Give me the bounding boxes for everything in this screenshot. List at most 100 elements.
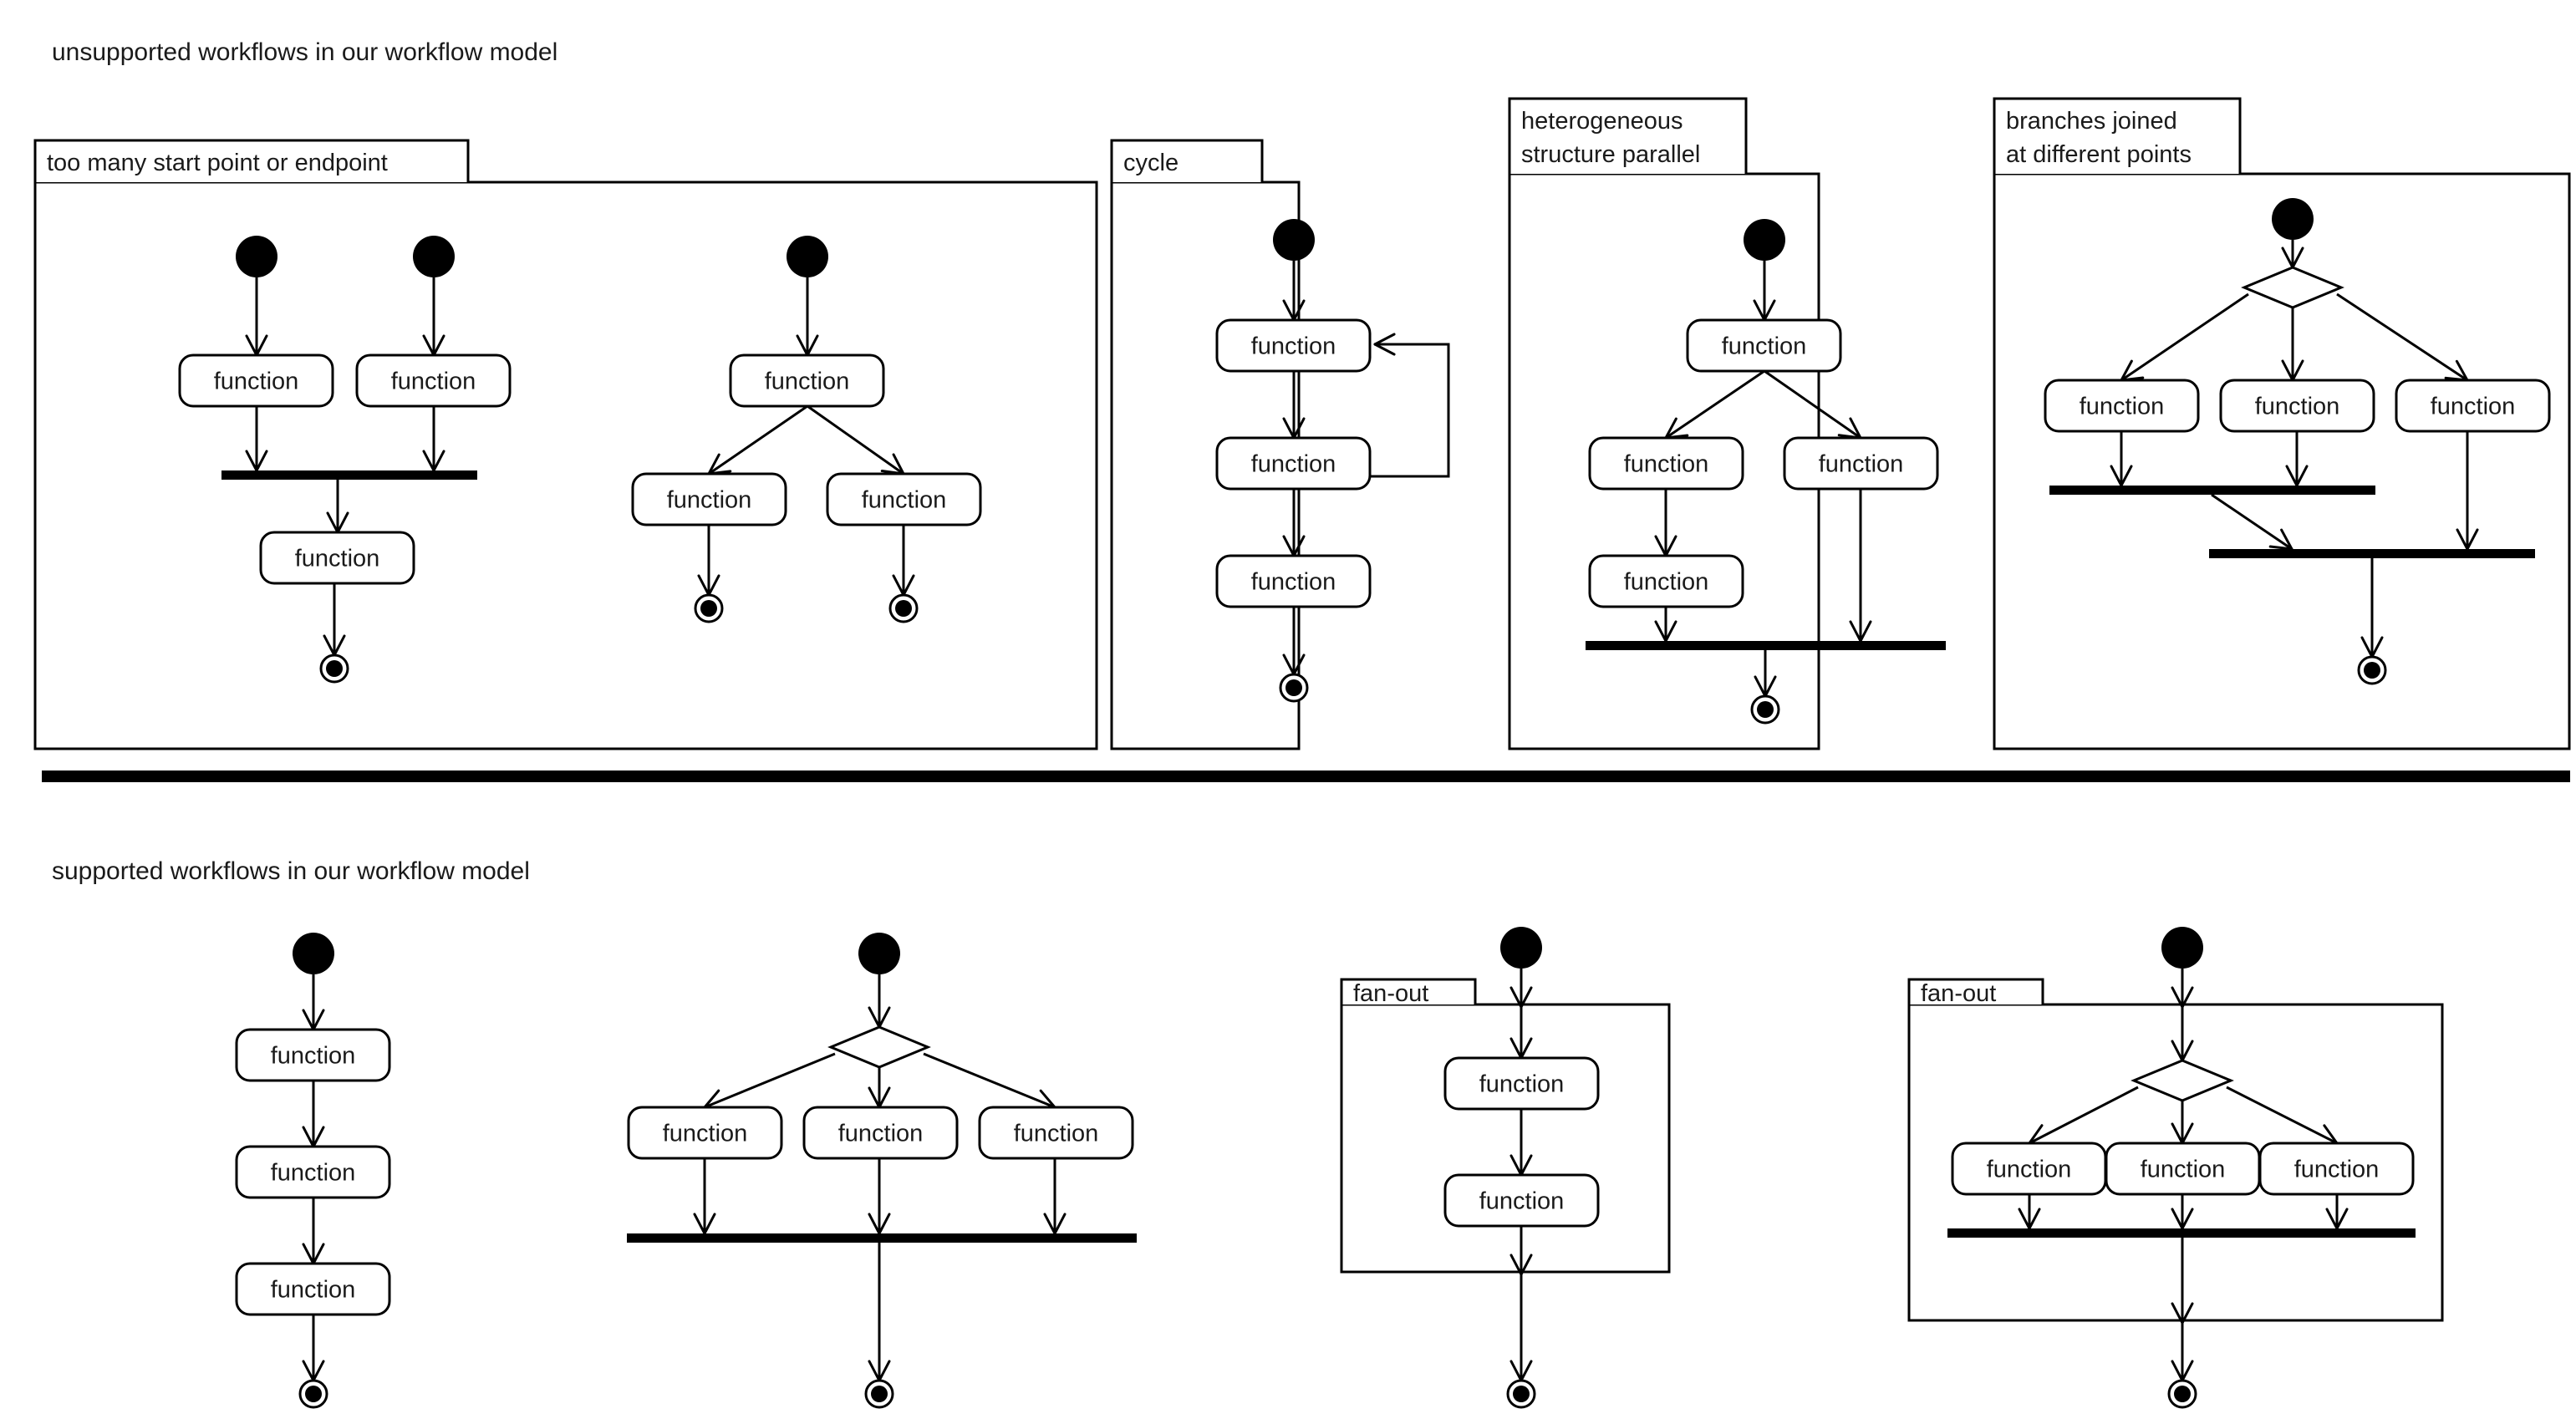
function-box-shape [978,1106,1134,1160]
arrow-head [1043,1213,1056,1235]
function-box-shape [627,1106,783,1160]
function-box-label: function [271,1043,356,1070]
arrow-head [2323,1124,2339,1145]
function-box[interactable]: function [631,472,787,526]
function-box[interactable]: function [802,1106,959,1160]
flow-arrow [2171,1194,2194,1230]
flow-arrow [1043,1158,1067,1235]
initial-node [1500,927,1542,969]
function-box[interactable]: function [1588,554,1744,608]
function-box[interactable]: function [178,353,334,408]
function-box-label: function [2294,1157,2380,1183]
flow-arrow [1509,969,1533,1009]
initial-node-circle [2272,198,2314,240]
flow-arrow [796,277,819,357]
synchronization-bar [1586,641,1946,650]
function-box-label: function [1722,333,1807,360]
function-box[interactable]: function [1443,1056,1600,1111]
function-box[interactable]: function [1951,1142,2107,1196]
function-box[interactable]: function [259,531,415,585]
function-box[interactable]: function [729,353,885,408]
function-box[interactable]: function [2044,379,2200,433]
initial-node [1273,219,1315,261]
function-box[interactable]: function [2258,1142,2415,1196]
function-box[interactable]: function [627,1106,783,1160]
function-box[interactable]: function [1588,436,1744,491]
function-box-shape [2258,1142,2415,1196]
arrow-head [302,1360,315,1382]
final-node-dot [1757,701,1774,718]
flow-arrow [245,406,268,472]
initial-node-circle [236,236,277,277]
decision-diamond-shape [2131,1059,2234,1102]
arrow-head [868,1006,881,1029]
arrow-head [1654,620,1667,643]
function-box[interactable]: function [235,1028,391,1082]
arrow-head [1509,1154,1523,1177]
function-box[interactable]: function [1215,436,1372,491]
arrow-head [878,1086,891,1109]
arrow-head [312,1243,325,1265]
function-box[interactable]: function [235,1262,391,1316]
arrow-head [422,334,435,357]
arrow-head [703,1089,720,1109]
arrow-head [255,334,268,357]
flow-arrow [2171,1238,2194,1325]
function-box-label: function [271,1160,356,1187]
function-box[interactable]: function [235,1145,391,1199]
section-title-supported: supported workflows in our workflow mode… [52,857,530,885]
arrow-head [868,1086,881,1109]
flow-arrow [2171,1007,2194,1062]
function-box[interactable]: function [2219,379,2375,433]
flow-arrow [1282,607,1306,676]
initial-node-circle [1500,927,1542,969]
loop-back-arrow [1370,333,1450,478]
arrow-head [693,1213,706,1235]
arrow-head [422,450,435,472]
flow-arrow [2171,1323,2194,1382]
function-box[interactable]: function [1686,318,1842,373]
function-box[interactable]: function [1215,318,1372,373]
edge-line [704,1052,836,1109]
function-box[interactable]: function [978,1106,1134,1160]
arrow-head [1292,299,1306,322]
synchronization-bar [2049,486,2375,495]
flow-arrow [868,1243,891,1382]
final-node-dot [700,600,717,617]
arrow-head [1282,417,1296,440]
function-box[interactable]: function [2395,379,2551,433]
function-box[interactable]: function [1783,436,1939,491]
function-box[interactable]: function [1443,1173,1600,1228]
function-box-shape [355,353,512,408]
function-box[interactable]: function [1215,554,1372,608]
flow-arrow [892,525,915,597]
initial-node-circle [1744,219,1785,261]
arrow-head [1763,299,1776,322]
final-node-dot [326,660,343,677]
frame-title-line: fan-out [1921,980,1996,1007]
arrow-head [2285,465,2299,487]
flow-arrow [1509,1274,1533,1382]
function-box[interactable]: function [826,472,982,526]
function-box-label: function [1624,451,1709,478]
function-box-label: function [214,369,299,395]
flow-arrow [2281,240,2304,269]
flow-arrow [302,1198,325,1265]
flow-arrow [422,406,445,472]
final-node-dot [871,1386,888,1402]
arrow-head [1373,343,1396,356]
function-box-shape [235,1262,391,1316]
arrow-head [2360,636,2374,659]
arrow-head [2120,465,2133,487]
function-box-label: function [667,487,752,514]
function-box[interactable]: function [2105,1142,2261,1196]
flow-arrow [2325,1194,2349,1230]
edge-line [2029,1086,2139,1145]
final-node [1279,673,1309,703]
edge-line [2211,493,2293,551]
function-box-label: function [838,1121,924,1147]
flow-arrow [2018,1194,2041,1230]
function-box[interactable]: function [355,353,512,408]
flow-arrow [1753,261,1776,322]
arrow-head [2181,1122,2194,1145]
